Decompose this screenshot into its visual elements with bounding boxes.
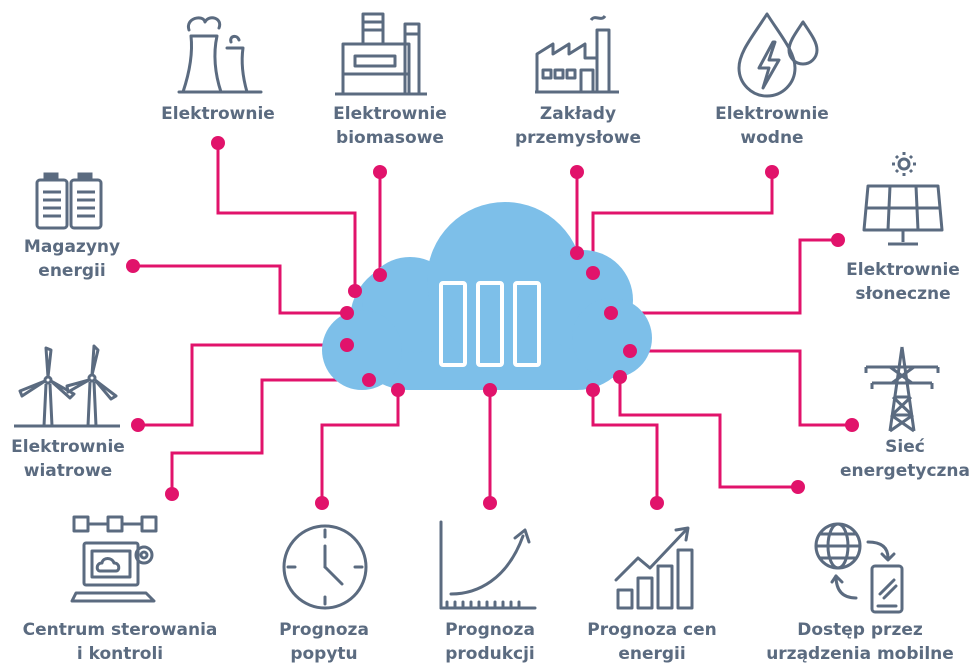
dot-wodne-outer (765, 165, 779, 179)
dot-biomasowe-outer (373, 165, 387, 179)
label-ceny: Prognoza cen energii (587, 618, 716, 664)
dot-sloneczne-outer (831, 233, 845, 247)
dot-elektrownie-outer (211, 136, 225, 150)
label-line: energii (38, 261, 106, 281)
label-line: Elektrownie (846, 260, 960, 280)
dot-wiatrowe-outer (131, 418, 145, 432)
label-line: Prognoza (279, 620, 369, 640)
growth-curve-icon (437, 520, 537, 617)
connector-popyt (320, 390, 400, 503)
label-biomasowe: Elektrownie biomasowe (333, 102, 447, 150)
label-line: biomasowe (336, 128, 444, 148)
label-elektrownie: Elektrownie (161, 102, 275, 126)
label-siec: Sieć energetyczna (840, 435, 970, 483)
label-line: Zakłady (539, 104, 617, 124)
dot-centrum-outer (165, 487, 179, 501)
label-line: energetyczna (840, 461, 970, 481)
factory-icon (533, 8, 623, 101)
globe-phone-icon (812, 520, 912, 621)
connector-wodne (591, 172, 774, 273)
label-line: przemysłowe (514, 128, 642, 148)
dot-popyt-outer (315, 496, 329, 510)
dot-mobile-inner (613, 370, 627, 384)
label-popyt: Prognoza popytu (279, 618, 369, 664)
dot-centrum-inner (362, 373, 376, 387)
label-line: Magazyny (23, 237, 121, 257)
dot-produkcja-inner (483, 383, 497, 397)
battery-icon (35, 172, 105, 235)
bar-trend-icon (610, 520, 700, 617)
dot-biomasowe-inner (373, 268, 387, 282)
label-produkcja: Prognoza produkcji (445, 618, 535, 664)
connector-magazyny (133, 264, 347, 315)
label-line: Dostęp przez (797, 620, 923, 640)
label-line: wodne (740, 128, 804, 148)
cloud (322, 202, 652, 390)
connector-wiatrowe (138, 343, 347, 427)
dot-wodne-inner (586, 266, 600, 280)
connector-sloneczne (611, 238, 838, 315)
label-line: Prognoza cen (587, 620, 717, 640)
label-zaklady: Zakłady przemysłowe (515, 102, 641, 150)
dot-ceny-inner (586, 383, 600, 397)
label-line: Elektrownie (161, 104, 275, 124)
label-line: urządzenia mobilne (766, 644, 954, 664)
clock-icon (280, 522, 370, 617)
connector-mobile (618, 377, 798, 489)
wind-turbine-icon (12, 340, 122, 435)
label-wodne: Elektrownie wodne (715, 102, 829, 150)
dot-wiatrowe-inner (340, 338, 354, 352)
label-line: Elektrownie (333, 104, 447, 124)
connector-dots (126, 136, 859, 510)
label-line: słoneczne (855, 284, 951, 304)
dot-magazyny-outer (126, 259, 140, 273)
transmission-tower-icon (860, 345, 944, 440)
label-magazyny: Magazyny energii (24, 235, 120, 283)
dot-popyt-inner (391, 383, 405, 397)
label-line: Centrum sterowania (22, 620, 218, 640)
dot-magazyny-inner (340, 306, 354, 320)
label-line: Elektrownie (11, 437, 125, 457)
power-plant-icon (175, 8, 265, 103)
connector-siec (630, 349, 852, 427)
label-line: wiatrowe (23, 461, 113, 481)
connector-elektrownie (216, 143, 357, 291)
label-wiatrowe: Elektrownie wiatrowe (11, 435, 125, 483)
connector-ceny (591, 390, 659, 503)
connector-centrum (170, 378, 369, 494)
hydro-drop-bolt-icon (733, 8, 823, 105)
dot-elektrownie-inner (348, 284, 362, 298)
label-line: Elektrownie (715, 104, 829, 124)
label-line: energii (618, 644, 686, 664)
label-line: Sieć (885, 437, 925, 457)
dot-sloneczne-inner (604, 306, 618, 320)
label-sloneczne: Elektrownie słoneczne (846, 258, 960, 306)
label-mobile: Dostęp przez urządzenia mobilne (766, 618, 954, 664)
dot-produkcja-outer (483, 496, 497, 510)
solar-panel-icon (860, 150, 944, 255)
dot-siec-inner (623, 344, 637, 358)
dot-zaklady-outer (570, 165, 584, 179)
dot-ceny-outer (650, 496, 664, 510)
dot-mobile-outer (791, 480, 805, 494)
server-racks-icon (439, 281, 541, 367)
label-line: Prognoza (445, 620, 535, 640)
label-line: produkcji (445, 644, 535, 664)
label-line: i kontroli (76, 644, 164, 664)
biomass-plant-icon (333, 10, 429, 103)
label-centrum: Centrum sterowania i kontroli (23, 618, 218, 664)
dot-siec-outer (845, 418, 859, 432)
dot-zaklady-inner (570, 246, 584, 260)
control-center-icon (70, 513, 170, 618)
label-line: popytu (290, 644, 358, 664)
connector-lines (133, 143, 852, 503)
